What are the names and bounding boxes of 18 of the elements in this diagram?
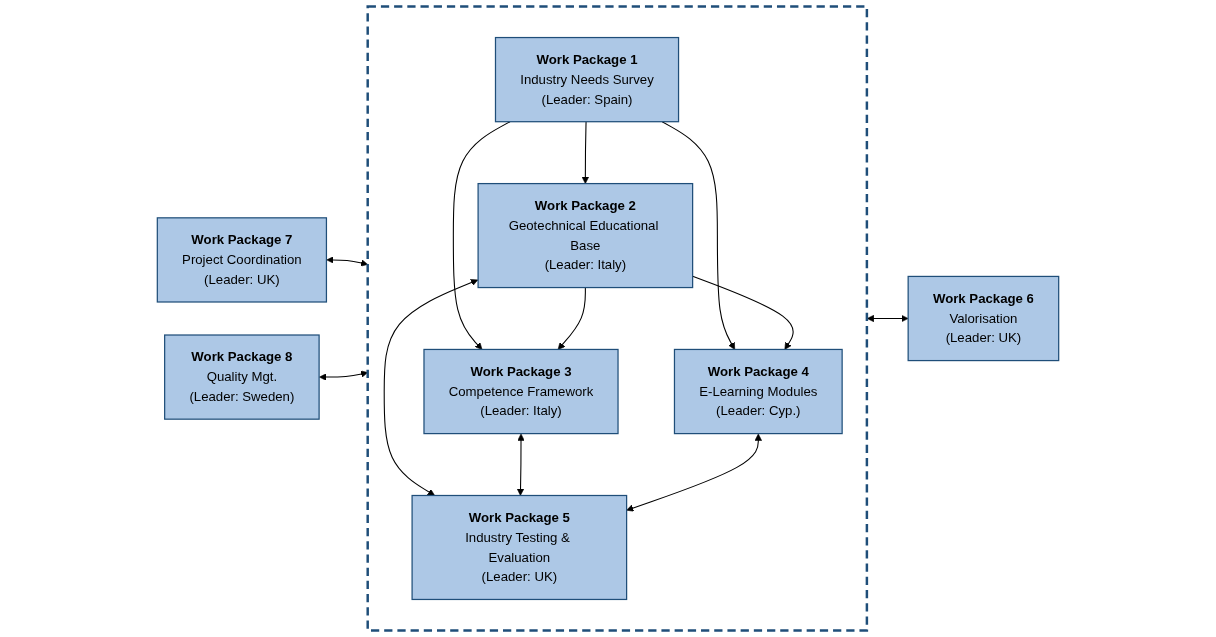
arrow (692, 275, 794, 350)
cluster (366, 5, 869, 632)
arrow (452, 121, 511, 350)
node-box: Work Package 8 Quality Mgt. (Leader: Sweden) (164, 334, 320, 420)
arrow (557, 287, 586, 350)
node-box: Work Package 6 Valorisation (Leader: UK) (907, 275, 1060, 362)
node-box: Work Package 4 E-Learning Modules (Leader: Cyp.) (673, 348, 843, 435)
node-box: Work Package 1 Industry Needs Survey (Leader: Spain) (494, 36, 680, 123)
arrow (866, 314, 909, 323)
node-box: Work Package 3 Competence Framework (Leader: Italy) (423, 348, 619, 435)
arrow (661, 121, 736, 350)
arrow (626, 433, 762, 512)
arrow (516, 433, 525, 496)
node-box: Work Package 5 Industry Testing & Evaluation (Leader: UK) (411, 494, 628, 601)
arrow (383, 279, 479, 496)
node-box: Work Package 2 Geotechnical Educational Base (Leader: Italy) (477, 182, 694, 289)
node-box: Work Package 7 Project Coordination (Leader: UK) (156, 217, 328, 303)
arrow (581, 121, 589, 184)
